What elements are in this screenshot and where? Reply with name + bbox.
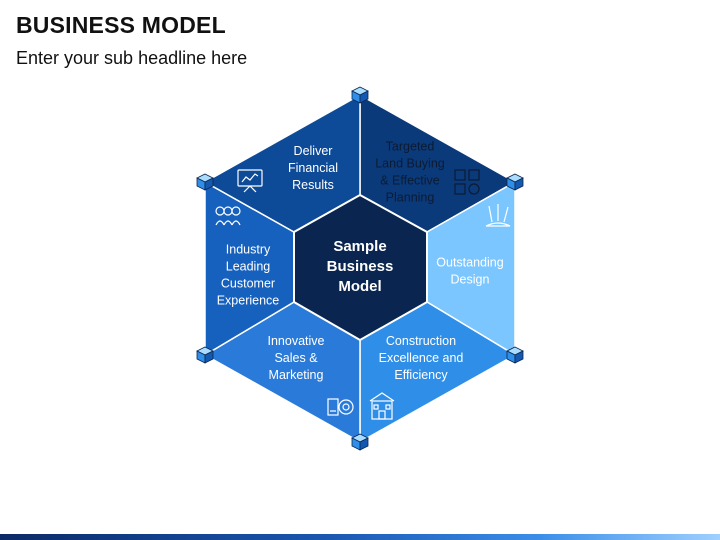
cube-marker xyxy=(196,346,214,364)
cube-marker xyxy=(351,433,369,451)
segment-6-label: Experience xyxy=(217,294,280,308)
building-construction-icon xyxy=(369,392,395,420)
center-hexagon xyxy=(293,193,428,342)
segment-1-label: Deliver xyxy=(294,144,333,158)
segment-4-label: Construction xyxy=(386,334,456,348)
segment-6-label: Industry xyxy=(226,243,271,257)
segment-4-label: Efficiency xyxy=(394,368,448,382)
segment-5-label: Sales & xyxy=(274,351,318,365)
cube-marker xyxy=(506,173,524,191)
segment-1-label: Financial xyxy=(288,161,338,175)
segment-5-label: Marketing xyxy=(269,368,324,382)
center-label-line: Model xyxy=(338,278,381,295)
segment-5-label: Innovative xyxy=(268,334,325,348)
segment-6-label: Customer xyxy=(221,277,275,291)
planning-board-icon xyxy=(454,169,480,195)
segment-2-label: Land Buying xyxy=(375,157,445,171)
presentation-chart-icon xyxy=(237,169,263,193)
bottom-accent-bar xyxy=(0,534,720,540)
center-label-line: Sample xyxy=(333,238,386,255)
segment-4-label: Excellence and xyxy=(379,351,464,365)
marketing-analytics-icon xyxy=(327,398,354,416)
segment-2-label: & Effective xyxy=(380,174,440,188)
center-label-line: Business xyxy=(327,258,394,275)
cube-marker xyxy=(506,346,524,364)
segment-1-label: Results xyxy=(292,178,334,192)
design-tools-icon xyxy=(485,204,511,227)
segment-3-label: Design xyxy=(451,273,490,287)
segment-2-label: Planning xyxy=(386,191,435,205)
page-subtitle: Enter your sub headline here xyxy=(16,48,248,68)
segment-3-label: Outstanding xyxy=(436,256,503,270)
customer-feedback-icon xyxy=(215,206,241,226)
segment-2-label: Targeted xyxy=(386,140,435,154)
cube-marker xyxy=(351,86,369,104)
page-title: BUSINESS MODEL xyxy=(16,12,226,38)
segment-6-label: Leading xyxy=(226,260,271,274)
cube-marker xyxy=(196,173,214,191)
